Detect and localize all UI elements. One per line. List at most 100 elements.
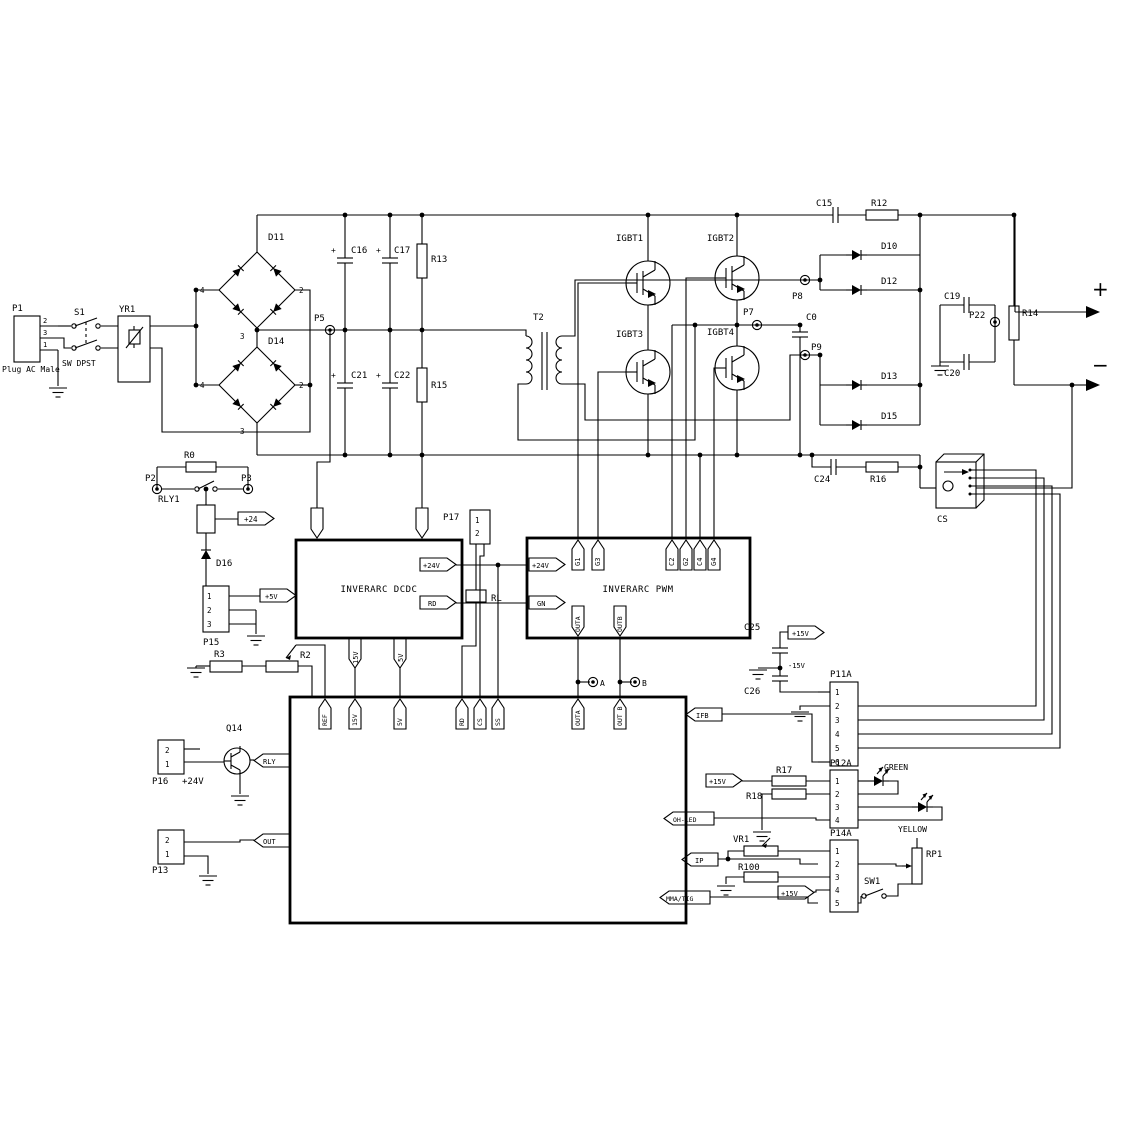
- mmatig-wire: [710, 896, 818, 904]
- ac-distribution-wires: [150, 289, 311, 433]
- dcdc-title: INVERARC DCDC: [341, 585, 418, 595]
- p16-24v-label: +24V: [182, 777, 204, 787]
- c16-label: C16: [351, 246, 367, 256]
- r100-symbol: [743, 871, 779, 883]
- ac-plug-symbol: [13, 315, 41, 363]
- p11a-body: [829, 681, 859, 767]
- p14a-pin5: 5: [835, 899, 840, 908]
- c19-label: C19: [944, 292, 960, 302]
- dcdc-rd-label: RD: [428, 600, 436, 608]
- p14a-pin4: 4: [835, 886, 840, 895]
- mb-outa-label: OUTA: [574, 710, 582, 726]
- s1-label: S1: [74, 308, 85, 318]
- d15-label: D15: [881, 412, 897, 422]
- d11-pin4: 4: [200, 286, 205, 295]
- p1-pin1: 1: [43, 341, 47, 349]
- d11-label: D11: [268, 233, 284, 243]
- rly1-label: RLY1: [158, 495, 180, 505]
- mb-5v-label: 5V: [396, 718, 404, 726]
- dcdc-body: [294, 538, 464, 640]
- p13-pin1: 1: [165, 850, 170, 859]
- r18-symbol: [771, 788, 807, 800]
- p12a-pin4: 4: [835, 816, 840, 825]
- mb-cs-label: CS: [476, 718, 484, 726]
- p17-pin1: 1: [475, 516, 480, 525]
- c4-label: C4: [696, 558, 704, 566]
- p11a-connector: P11A 1 2 3 4 5 6: [790, 670, 859, 767]
- dcdc-input-wire1: [316, 330, 331, 508]
- d11-pin2: 2: [299, 286, 304, 295]
- yr1-label: YR1: [119, 305, 135, 315]
- cap-c17: [381, 215, 399, 330]
- green-led-label: GREEN: [884, 763, 908, 772]
- ifb-label: IFB: [696, 712, 709, 720]
- bridge-d11-symbol: [219, 252, 295, 328]
- yellow-led-symbol: [912, 793, 933, 812]
- ohled-wire: [714, 817, 830, 821]
- d14-pin2: 2: [299, 381, 304, 390]
- bridge-d14-symbol: [219, 347, 295, 423]
- vr1-label: VR1: [733, 835, 749, 845]
- positive-terminal: [1014, 215, 1100, 318]
- cap-c21: [336, 330, 354, 455]
- igbt3-label: IGBT3: [616, 330, 643, 340]
- p11a-pin4: 4: [835, 730, 840, 739]
- r3-symbol: [209, 660, 243, 673]
- ip-label: IP: [695, 857, 703, 865]
- r12-label: R12: [871, 199, 887, 209]
- q14-label: Q14: [226, 724, 242, 734]
- igbt-bridge-section: IGBT1 IGBT2 IGBT3 IGBT4 P7 C0: [616, 215, 817, 455]
- p15-ground-icon: [246, 635, 266, 646]
- mb-outb-label: OUT B: [616, 706, 624, 726]
- p14a-label: P14A: [830, 829, 852, 839]
- d10-label: D10: [881, 242, 897, 252]
- p11a-pin2: 2: [835, 702, 840, 711]
- pwm-body: [525, 536, 752, 640]
- ac-input-section: P1 2 3 1 Plug AC Male S1 SW DPST YR1: [2, 289, 311, 433]
- p13-pin2: 2: [165, 836, 170, 845]
- c20-label: C20: [944, 369, 960, 379]
- main-block-body: [288, 695, 688, 925]
- d11-pin3: 3: [240, 332, 245, 341]
- q14-p16-section: Q14 2 1 P16 +24V: [152, 724, 254, 806]
- c25-label: C25: [744, 623, 760, 633]
- p14a-pin3: 3: [835, 873, 840, 882]
- aux-rail-section: C25 +15V -15V C26: [744, 623, 825, 697]
- p13-body: [157, 829, 185, 865]
- p13-section: 2 1 P13: [152, 829, 254, 886]
- p12a-label: P12A: [830, 759, 852, 769]
- rectifier-diodes: [819, 215, 921, 431]
- switch-s1-symbol: [58, 317, 101, 351]
- r2-symbol: [265, 660, 299, 673]
- minus-terminal-label: −: [1092, 353, 1109, 377]
- r0-label: R0: [184, 451, 195, 461]
- plus24-label: +24: [244, 515, 258, 524]
- c22-polarity: +: [376, 371, 381, 380]
- dcdc-5v-tag: [393, 637, 407, 669]
- res-r15: [416, 330, 428, 455]
- c17-polarity: +: [376, 246, 381, 255]
- mb-ss-label: SS: [494, 718, 502, 726]
- main-control-block: REF 15V 5V RD CS SS OUTA OUT B RLY OUT I…: [253, 644, 830, 925]
- junction-dots: [193, 212, 1075, 862]
- pwm-gate-wires: [577, 277, 715, 538]
- cs-body: [935, 461, 977, 509]
- rp1-symbol: [858, 838, 923, 885]
- mmatig-label: MMA/TIG: [666, 895, 693, 903]
- g4-label: G4: [710, 558, 718, 566]
- tp-a-label: A: [600, 679, 605, 688]
- p16-pin2: 2: [165, 746, 170, 755]
- r3-ground-icon: [186, 667, 206, 678]
- pwm-gn-label: GN: [537, 600, 545, 608]
- r13-label: R13: [431, 255, 447, 265]
- res-r0: [156, 461, 249, 489]
- snubber-c24-r16: [811, 455, 920, 476]
- c17-label: C17: [394, 246, 410, 256]
- relay-coil: [196, 489, 238, 544]
- c21-label: C21: [351, 371, 367, 381]
- p14a-pin2: 2: [835, 860, 840, 869]
- ip-wire: [718, 858, 818, 865]
- p11a-pin3: 3: [835, 716, 840, 725]
